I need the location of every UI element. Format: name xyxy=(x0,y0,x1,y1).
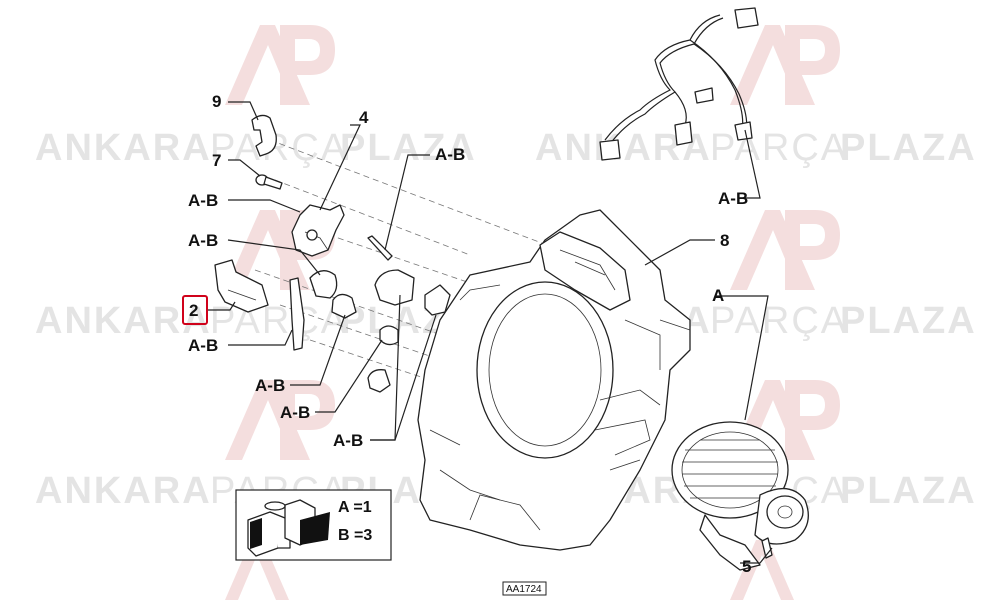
callout-a: 8 xyxy=(720,231,729,250)
lever-arm xyxy=(289,277,305,351)
callout-a-b: A-B xyxy=(255,376,285,395)
callout-8: A-B xyxy=(718,189,748,208)
watermark-word-plaza: PLAZA xyxy=(840,127,977,169)
heater-housing-part-a xyxy=(417,209,691,551)
cam-gear-3 xyxy=(374,269,415,306)
callout-4: 4 xyxy=(359,108,369,127)
watermark-word-ankara: ANKARA xyxy=(35,300,212,342)
quantity-legend: A =1 B =3 xyxy=(235,489,392,561)
callout-a-b: A-B xyxy=(333,431,363,450)
watermark-word-plaza: PLAZA xyxy=(840,470,977,512)
watermark-word-parca: PARÇA xyxy=(210,127,348,169)
link-rod xyxy=(367,235,393,261)
watermark-word-plaza: PLAZA xyxy=(340,127,477,169)
pivot-piece xyxy=(367,369,391,393)
watermark-word-ankara: ANKARA xyxy=(35,470,212,512)
callout-a-b: A-B xyxy=(188,336,218,355)
watermark-word-parca: PARÇA xyxy=(710,300,848,342)
wiring-harness-part-8 xyxy=(599,7,759,161)
small-components xyxy=(214,114,451,393)
callout-a-b: A-B xyxy=(188,231,218,250)
callout-2: 2 xyxy=(189,301,198,320)
cam-gear-4 xyxy=(424,284,451,316)
control-module-part-2 xyxy=(214,259,269,313)
highlight-box xyxy=(182,295,208,325)
callout-5: A xyxy=(712,286,724,305)
cam-gear-2 xyxy=(331,293,357,319)
watermark-word-parca: PARÇA xyxy=(210,300,348,342)
legend-line-a: A =1 xyxy=(338,499,372,516)
diagram-code-badge: AA1724 xyxy=(502,581,547,596)
legend-line-b: B =3 xyxy=(338,527,372,544)
clip-part-9 xyxy=(251,114,277,157)
small-wheel xyxy=(379,325,399,346)
diagram-code: AA1724 xyxy=(506,584,542,595)
watermark-word-ankara: ANKARA xyxy=(35,127,212,169)
parts-box-icon xyxy=(247,499,330,557)
cam-gear-1 xyxy=(309,270,338,299)
screw-part-7 xyxy=(255,174,283,190)
callout-9: 9 xyxy=(212,92,221,111)
callout-a-b: A-B xyxy=(435,145,465,164)
callout-a-b: A-B xyxy=(188,191,218,210)
callout-6: 5 xyxy=(742,557,751,576)
watermark-word-parca: PARÇA xyxy=(710,127,848,169)
callout-labels: 9 7 4 A-B A-B A-B 2 A-B A-B A-B A-B A-B … xyxy=(182,92,751,576)
actuator-motor-part-4 xyxy=(291,204,345,257)
watermark-word-plaza: PLAZA xyxy=(840,300,977,342)
callout-leaders xyxy=(206,101,773,564)
blower-motor-part-5 xyxy=(671,421,809,571)
callout-7: 7 xyxy=(212,151,221,170)
callout-a-b: A-B xyxy=(280,403,310,422)
